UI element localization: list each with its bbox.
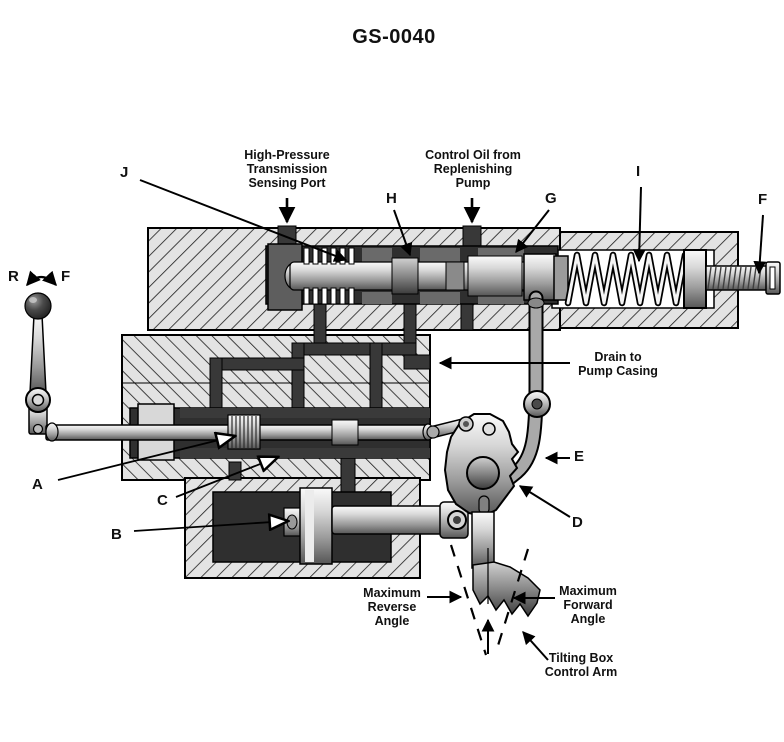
callout-j: J	[120, 164, 129, 181]
callout-i: I	[636, 163, 641, 180]
spool-link	[426, 418, 465, 439]
leader-i	[632, 186, 646, 263]
drain-label: Drain to Pump Casing	[578, 350, 658, 378]
callout-d: D	[572, 514, 583, 531]
leader-b	[133, 521, 288, 532]
bell-crank	[443, 413, 520, 530]
max-forward-label: Maximum Forward Angle	[559, 584, 617, 626]
max-reverse-label: Maximum Reverse Angle	[363, 586, 421, 628]
callout-a: A	[32, 476, 43, 493]
lever-knob-icon	[24, 292, 52, 320]
callout-g: G	[545, 190, 557, 207]
lever-direction-arrow-icon	[26, 270, 57, 287]
callout-f: F	[758, 191, 768, 208]
upper-valve	[265, 243, 559, 311]
adjustment-screw	[705, 261, 781, 295]
control-oil-label: Control Oil from Replenishing Pump	[425, 148, 521, 190]
page-title: GS-0040	[352, 26, 436, 48]
control-lever	[24, 292, 52, 435]
lever-reverse-label: R	[8, 268, 19, 285]
servo-piston	[212, 487, 469, 565]
angle-guides	[449, 544, 530, 656]
leader-g	[515, 209, 550, 254]
feedback-spring-icon	[553, 249, 707, 309]
tilting-box-label: Tilting Box Control Arm	[544, 651, 618, 679]
feedback-link	[498, 290, 551, 489]
sensing-port-label: High-Pressure Transmission Sensing Port	[244, 148, 330, 190]
spool-spring-icon	[303, 247, 355, 305]
callout-h: H	[386, 190, 397, 207]
tilting-arm	[471, 511, 541, 618]
leader-d	[518, 485, 571, 518]
callout-c: C	[157, 492, 168, 509]
leader-c	[175, 457, 278, 498]
leader-h	[393, 209, 413, 257]
callout-e: E	[574, 448, 585, 465]
leader-f	[753, 214, 767, 275]
leader-j	[139, 179, 348, 262]
leader-lines	[26, 179, 767, 661]
leader-a	[57, 436, 235, 481]
lever-forward-label: F	[61, 268, 71, 285]
leader-tilting-box	[522, 631, 549, 661]
callout-b: B	[111, 526, 122, 543]
